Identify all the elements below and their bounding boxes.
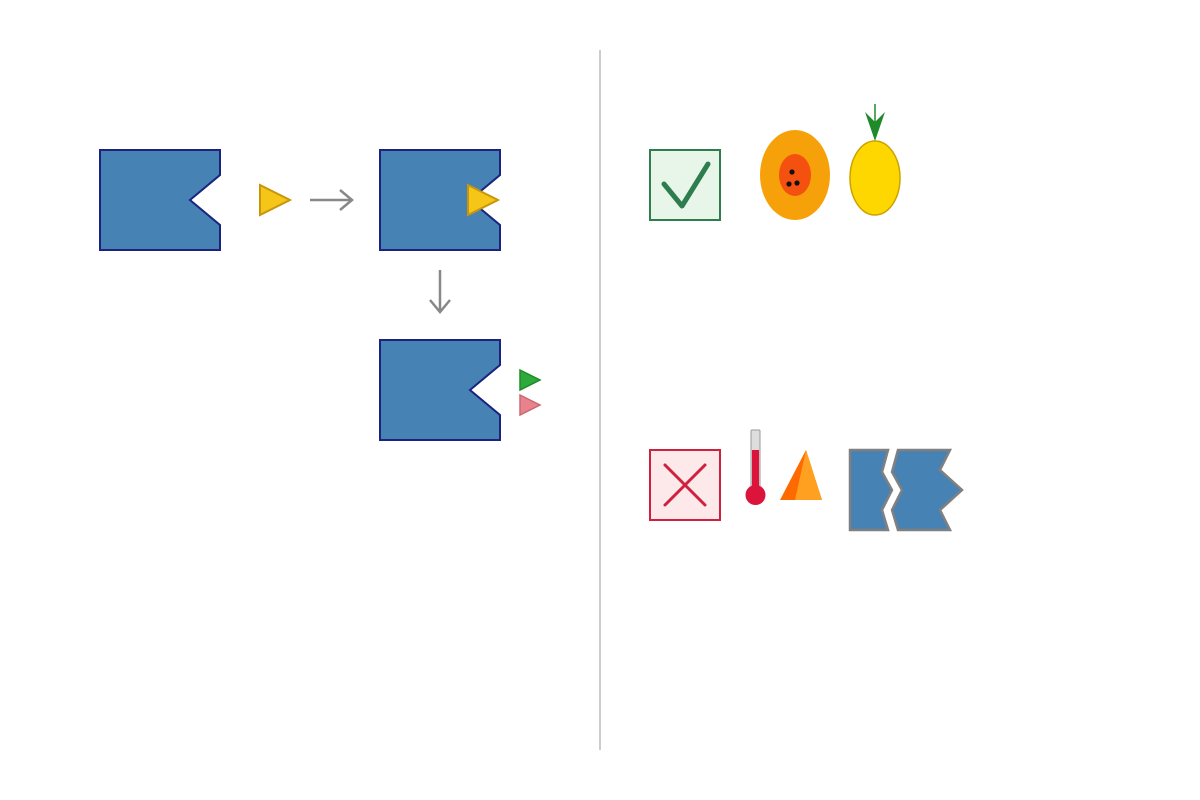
lemon-with-leaf-icon xyxy=(849,104,901,216)
bound-substrate xyxy=(467,183,501,217)
product-pink xyxy=(519,393,542,417)
valid-row xyxy=(649,104,901,221)
broken-enzyme-right xyxy=(890,448,964,532)
enzyme-empty xyxy=(99,149,221,251)
seed xyxy=(789,169,795,175)
right-arrow xyxy=(310,189,354,211)
substrate xyxy=(259,183,293,217)
checkmark-box xyxy=(649,149,721,221)
product-green xyxy=(519,368,542,392)
thermometer-bulb xyxy=(745,485,766,505)
flame-inner xyxy=(795,450,822,500)
seed xyxy=(794,180,800,186)
orange-inner xyxy=(779,154,811,196)
orange-with-seeds-icon xyxy=(760,130,830,220)
down-arrow xyxy=(429,270,451,314)
flame-icon xyxy=(780,450,822,500)
seed xyxy=(786,181,792,187)
invalid-row xyxy=(649,429,964,532)
broken-enzyme-icon xyxy=(848,448,964,532)
broken-enzyme-left xyxy=(848,448,894,532)
mechanism-panel xyxy=(99,149,542,441)
thermometer-mercury xyxy=(752,450,759,492)
checkmark-icon xyxy=(661,161,711,209)
enzyme-substrate-complex xyxy=(379,149,501,251)
cross-icon xyxy=(663,463,707,507)
enzyme-released xyxy=(379,339,501,441)
conditions-panel xyxy=(649,104,964,532)
lemon-body xyxy=(849,140,901,216)
thermometer-icon xyxy=(745,429,766,505)
